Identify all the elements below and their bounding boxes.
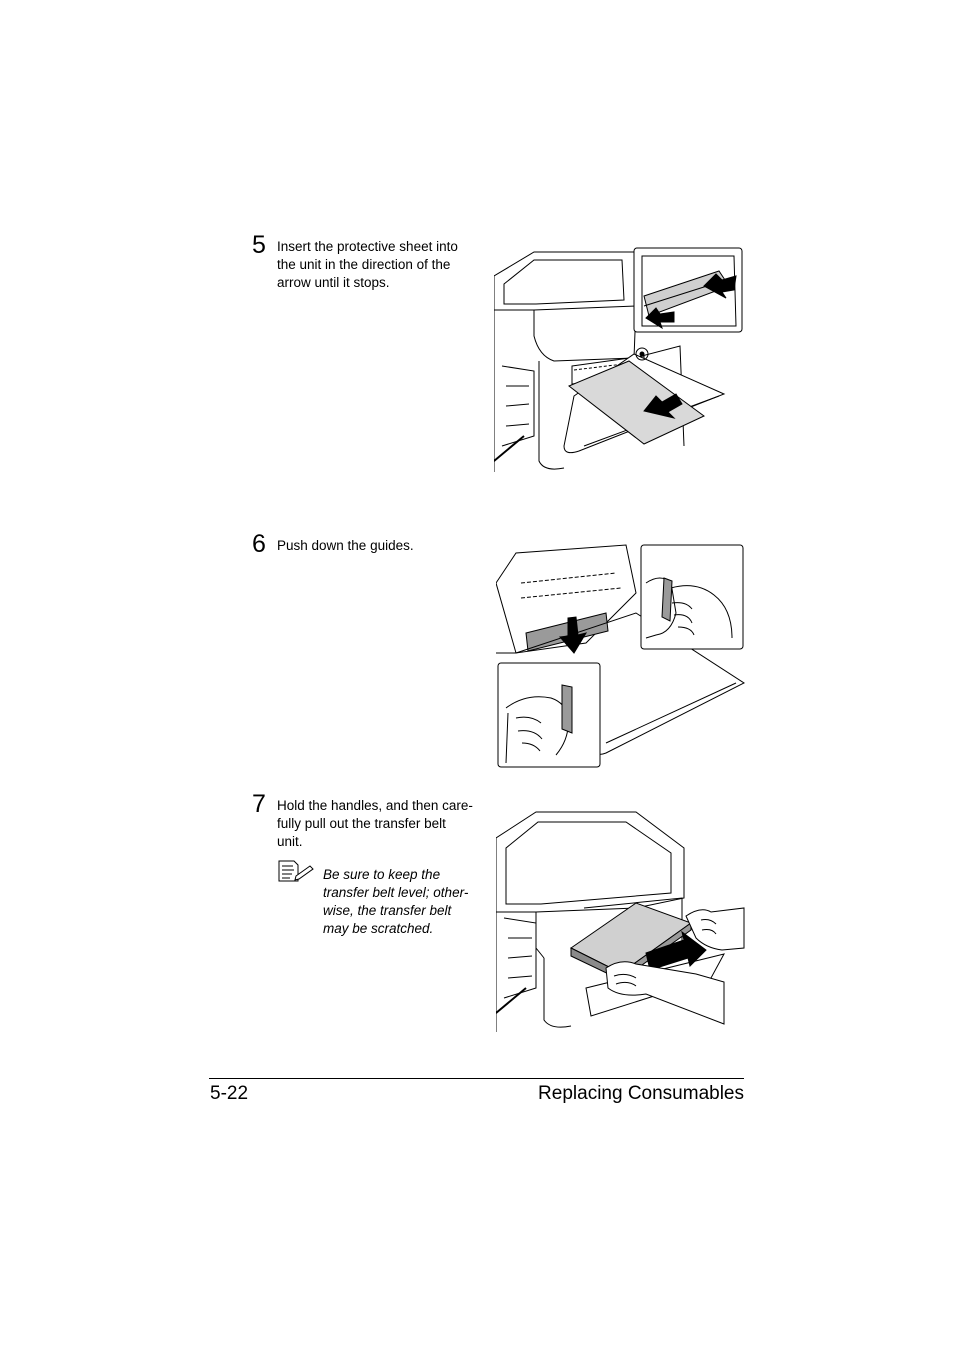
step-instruction: Insert the protective sheet into the uni… xyxy=(277,239,458,290)
note-pencil-icon xyxy=(278,860,314,882)
step-number: 7 xyxy=(252,790,266,818)
step-number: 5 xyxy=(252,231,266,259)
pull-out-transfer-belt-illustration xyxy=(496,811,745,1032)
push-down-guides-illustration xyxy=(496,544,746,768)
section-title: Replacing Consumables xyxy=(538,1083,744,1104)
note-text: Be sure to keep the transfer belt level;… xyxy=(323,867,469,936)
printer-protective-sheet-illustration xyxy=(494,247,743,472)
step-instruction: Hold the handles, and then care- fully p… xyxy=(277,798,473,849)
step-instruction: Push down the guides. xyxy=(277,538,414,553)
page-number: 5-22 xyxy=(210,1083,249,1104)
footer-divider xyxy=(209,1078,744,1079)
step-number: 6 xyxy=(252,530,266,558)
